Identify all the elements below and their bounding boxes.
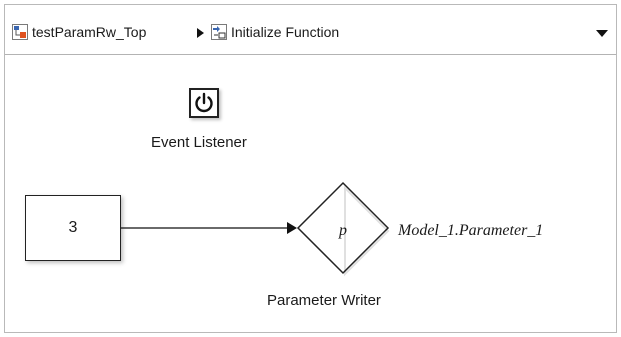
- diagram-canvas[interactable]: Event Listener 3 p Model_1.Parameter_1 P…: [5, 55, 616, 332]
- breadcrumb-item-initialize-function[interactable]: Initialize Function: [211, 23, 339, 41]
- breadcrumb-label: Initialize Function: [231, 24, 340, 40]
- breadcrumb-separator-icon: [197, 28, 204, 38]
- breadcrumb-item-top-model[interactable]: testParamRw_Top: [12, 23, 146, 41]
- signal-line: p: [121, 181, 390, 277]
- model-canvas-window: testParamRw_Top Initialize Function Even…: [4, 4, 617, 333]
- breadcrumb-label: testParamRw_Top: [32, 24, 147, 40]
- constant-block[interactable]: 3: [25, 195, 121, 261]
- event-listener-label: Event Listener: [151, 134, 247, 151]
- event-listener-block[interactable]: [189, 88, 219, 118]
- arrowhead-icon: [287, 222, 297, 234]
- power-icon: [195, 92, 213, 113]
- parameter-writer-label: Parameter Writer: [267, 292, 381, 309]
- constant-value: 3: [68, 219, 78, 236]
- breadcrumb-dropdown-icon[interactable]: [596, 30, 608, 37]
- subsystem-icon: [211, 24, 227, 40]
- parameter-writer-block: [296, 181, 390, 275]
- model-icon: [12, 24, 28, 40]
- parameter-writer-symbol: p: [338, 222, 347, 239]
- parameter-name: Model_1.Parameter_1: [398, 222, 544, 239]
- breadcrumb: testParamRw_Top Initialize Function: [5, 5, 616, 55]
